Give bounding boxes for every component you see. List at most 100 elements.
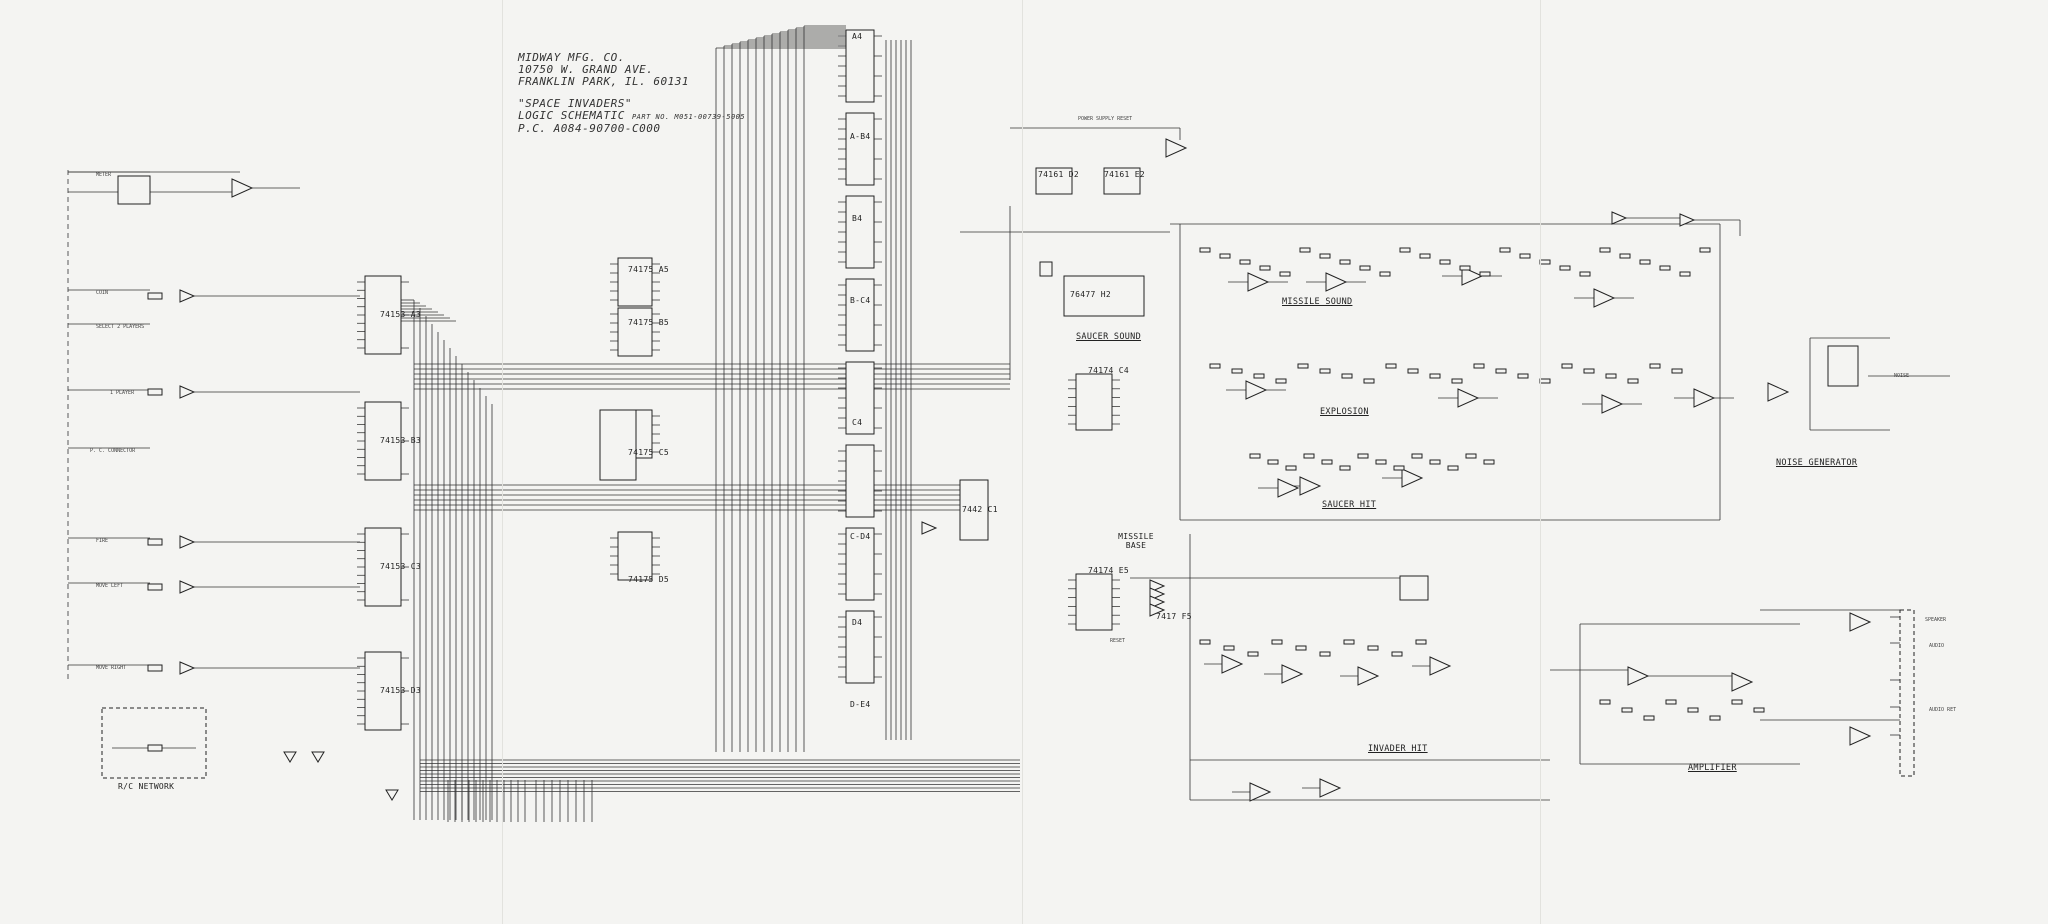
rc-network-box — [101, 707, 207, 779]
chip-d3-label: 74153 D3 — [380, 686, 421, 695]
audio-label: AUDIO — [1929, 643, 1945, 649]
missile-opamp-3 — [1593, 288, 1616, 308]
chip-c4d-label: C-D4 — [850, 532, 871, 541]
amplifier-label: AMPLIFIER — [1688, 763, 1737, 773]
company-street: 10750 W. GRAND AVE. — [518, 63, 654, 76]
explosion-opamp-2 — [1601, 394, 1624, 414]
pc-number: P.C. A084-90700-C000 — [518, 122, 661, 135]
chip-a5-label: 74175 A5 — [628, 265, 669, 274]
f5-buffer-3 — [1149, 603, 1166, 617]
input-buffer-4 — [179, 661, 196, 675]
latch-74174-mid — [599, 409, 637, 481]
ground-symbol-1 — [311, 751, 325, 763]
explosion-label: EXPLOSION — [1320, 407, 1369, 417]
part-number: PART NO. M051-00739-5005 — [631, 113, 746, 121]
saucer-hit-opamp-2 — [1401, 468, 1424, 488]
chip-e5-label: 74174 E5 — [1088, 566, 1129, 575]
chip-f5-label: 7417 F5 — [1156, 612, 1192, 621]
ground-symbol-0 — [283, 751, 297, 763]
saucer-hit-label: SAUCER HIT — [1322, 500, 1377, 510]
noise-chip — [1827, 345, 1859, 387]
input-1-player: 1 PLAYER — [110, 390, 135, 396]
ram-chip-4 — [845, 361, 875, 435]
decoder-buffer — [921, 521, 938, 535]
sound-chip-76477 — [1063, 275, 1145, 317]
ram-chip-6 — [845, 527, 875, 601]
chip-a3-label: 74153 A3 — [380, 310, 421, 319]
rc-network-label: R/C NETWORK — [118, 782, 175, 791]
noise-out-label: NOISE — [1894, 373, 1910, 379]
ram-chip-2 — [845, 195, 875, 269]
input-buffer-1 — [179, 385, 196, 399]
sound-latch-e5 — [1075, 573, 1113, 631]
input-fire: FIRE — [96, 538, 109, 544]
counter-74161-e2 — [1103, 167, 1141, 195]
speaker-label: SPEAKER — [1925, 617, 1947, 623]
invader-opamp-1 — [1281, 664, 1304, 684]
invader-opamp-2 — [1357, 666, 1380, 686]
explosion-opamp-0 — [1245, 380, 1268, 400]
noise-opamp — [1767, 382, 1790, 402]
chip-c3-label: 74153 C3 — [380, 562, 421, 571]
chip-b4-label: B4 — [852, 214, 863, 223]
component-symbols — [101, 29, 1915, 802]
connector-label: P. C. CONNECTOR — [90, 448, 136, 454]
output-opamp-2 — [1849, 726, 1872, 746]
chip-c4s-label: 74174 C4 — [1088, 366, 1129, 375]
invader-hit-label: INVADER HIT — [1368, 744, 1428, 754]
chip-b3-label: 74153 B3 — [380, 436, 421, 445]
missile-sound-label: MISSILE SOUND — [1282, 297, 1353, 307]
power-reset-label: POWER SUPPLY RESET — [1078, 116, 1133, 122]
ram-chip-0 — [845, 29, 875, 103]
title-block: MIDWAY MFG. CO. 10750 W. GRAND AVE. FRAN… — [518, 52, 745, 135]
input-move-right: MOVE RIGHT — [96, 665, 127, 671]
latch-74175-1 — [617, 307, 653, 357]
missile-opamp-2 — [1461, 266, 1484, 286]
ground-symbol-2 — [385, 789, 399, 801]
chip-b5-label: 74175 B5 — [628, 318, 669, 327]
chip-h2-label: 76477 H2 — [1070, 290, 1111, 299]
out-buffer-1 — [1611, 211, 1628, 225]
missile-opamp-1 — [1325, 272, 1348, 292]
ram-chip-7 — [845, 610, 875, 684]
sound-latch-c4 — [1075, 373, 1113, 431]
input-2-players: SELECT 2 PLAYERS — [96, 324, 145, 330]
reset-opamp — [1165, 138, 1188, 158]
chip-a4-label: A4 — [852, 32, 863, 41]
explosion-opamp-3 — [1693, 388, 1716, 408]
chip-d4e-label: D-E4 — [850, 700, 871, 709]
chip-d5-label: 74175 D5 — [628, 575, 669, 584]
input-buffer-3 — [179, 580, 196, 594]
company-city: FRANKLIN PARK, IL. 60131 — [518, 75, 689, 88]
chip-a4b-label: A-B4 — [850, 132, 871, 141]
timer-555 — [1399, 575, 1429, 601]
explosion-opamp-1 — [1457, 388, 1480, 408]
mux-74153-0 — [364, 275, 402, 355]
missile-base-label: MISSILE BASE — [1118, 532, 1154, 550]
input-meter: METER — [96, 172, 112, 178]
latch-74175-0 — [617, 257, 653, 307]
invader-opamp-4 — [1249, 782, 1272, 802]
meter-driver — [117, 175, 151, 205]
counter-74161-d2 — [1035, 167, 1073, 195]
input-move-left: MOVE LEFT — [96, 583, 124, 589]
output-connector — [1899, 609, 1915, 777]
ram-chip-1 — [845, 112, 875, 186]
chip-d4-label: D4 — [852, 618, 863, 627]
out-buffer-2 — [1679, 213, 1696, 227]
ram-chip-3 — [845, 278, 875, 352]
reset-label: RESET — [1110, 638, 1126, 644]
chip-c1-label: 7442 C1 — [962, 505, 998, 514]
meter-opamp — [231, 178, 254, 198]
amp-opamp-2 — [1731, 672, 1754, 692]
noise-generator-label: NOISE GENERATOR — [1776, 458, 1858, 468]
company-name: MIDWAY MFG. CO. — [518, 51, 625, 64]
latch-74175-3 — [617, 531, 653, 581]
chip-c5-label: 74175 C5 — [628, 448, 669, 457]
amp-opamp-1 — [1627, 666, 1650, 686]
input-coin: COIN — [96, 290, 109, 296]
game-title: "SPACE INVADERS" — [518, 97, 632, 110]
missile-opamp-0 — [1247, 272, 1270, 292]
mux-74153-2 — [364, 527, 402, 607]
saucer-hit-opamp-0 — [1277, 478, 1300, 498]
